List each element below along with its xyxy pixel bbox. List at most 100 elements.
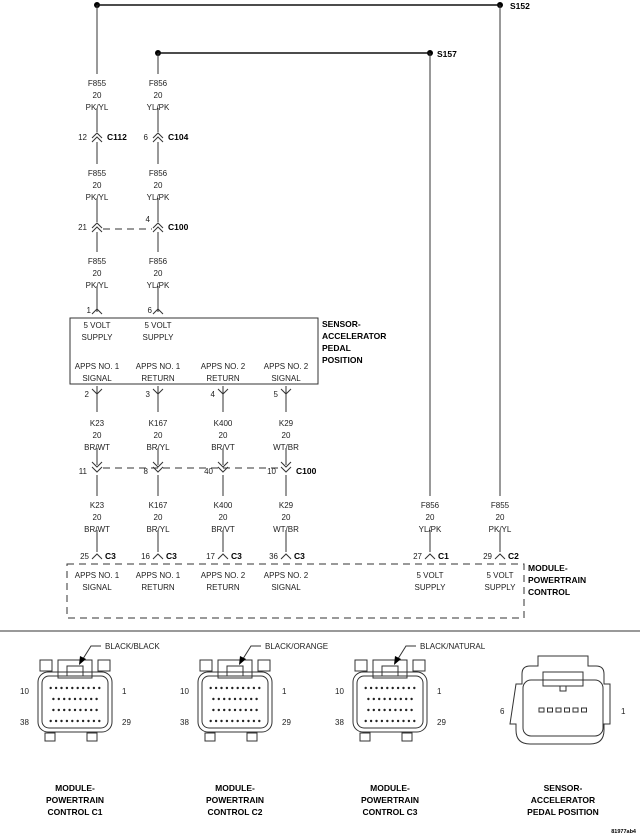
pin-cavity: [79, 708, 82, 712]
pin-cavity: [81, 719, 85, 723]
pin-cavity: [214, 719, 218, 723]
pin-function: SUPPLY: [143, 333, 175, 342]
pin-cavity: [367, 708, 370, 712]
wire-circuit: K167: [149, 419, 168, 428]
wire-color: BR/WT: [84, 525, 110, 534]
pin-function: RETURN: [141, 374, 175, 383]
arrow-head-icon: [239, 656, 246, 665]
inline-connector-icon: [217, 461, 229, 468]
pin-number: 1: [282, 687, 287, 696]
pin-cavity: [79, 697, 82, 701]
wire-circuit: F856: [149, 169, 168, 178]
wire-circuit: K23: [90, 419, 105, 428]
pcm-connector-id: C3: [231, 551, 242, 561]
pin-function: SUPPLY: [82, 333, 114, 342]
wire-circuit: F855: [88, 257, 107, 266]
wire-color: BR/VT: [211, 525, 235, 534]
pin-cavity: [217, 697, 220, 701]
sensor-pin-icon: [217, 388, 229, 395]
connector-body: [197, 671, 273, 733]
sensor-name: PEDAL: [322, 343, 351, 353]
pin-cavity: [228, 697, 231, 701]
pin-cavity: [92, 686, 96, 690]
pcm-pin-icon: [152, 553, 164, 560]
wire-gauge: 20: [93, 269, 102, 278]
wire-gauge: 20: [496, 513, 505, 522]
pin-cavity: [410, 708, 413, 712]
pin-number: 5: [274, 390, 279, 399]
pin-cavity: [410, 697, 413, 701]
wire-gauge: 20: [93, 181, 102, 190]
pin-cavity: [217, 708, 220, 712]
lock-tab: [57, 659, 93, 679]
pcm-component-box: [66, 563, 525, 619]
inline-connector-icon: [91, 222, 103, 229]
pin-number: 11: [79, 467, 88, 476]
pin-function: SUPPLY: [485, 583, 517, 592]
inline-connector-icon: [152, 466, 164, 473]
pin-function: RETURN: [141, 583, 175, 592]
pin-cavity: [228, 708, 231, 712]
pin-cavity: [71, 686, 74, 690]
pin-cavity: [220, 686, 223, 690]
wire-circuit: K400: [214, 501, 233, 510]
wire-circuit: K23: [90, 501, 105, 510]
pin-number: 6: [500, 707, 505, 716]
pin-cavity: [212, 708, 215, 712]
pin-number: 2: [85, 390, 90, 399]
pin-number: 10: [180, 687, 189, 696]
pcm-name: POWERTRAIN: [528, 575, 586, 585]
pcm-pin-icon: [280, 553, 292, 560]
latch-tab: [199, 659, 213, 672]
wire-color: BR/YL: [146, 525, 170, 534]
connector-title: MODULE-: [370, 783, 410, 793]
pin-cavity: [209, 719, 212, 723]
foot-tab: [44, 732, 56, 742]
pin-cavity: [255, 708, 258, 712]
connector-name-c104: C104: [168, 132, 189, 142]
wire-gauge: 20: [154, 269, 163, 278]
pin-number: 1: [437, 687, 442, 696]
wire-circuit: F856: [149, 79, 168, 88]
sensor-pin-icon: [280, 388, 292, 395]
pin-number: 21: [78, 223, 87, 232]
pcm-connector-id: C2: [508, 551, 519, 561]
wire-color: BR/VT: [211, 443, 235, 452]
pin-cavity: [76, 686, 79, 690]
connector-name-c100: C100: [296, 466, 317, 476]
wire-gauge: 20: [219, 513, 228, 522]
pin-number: 4: [146, 215, 151, 224]
pin-cavity: [223, 708, 226, 712]
latch-tab: [97, 659, 111, 672]
pin-cavity: [247, 686, 250, 690]
wire-color: WT/BR: [273, 443, 299, 452]
pin-cavity: [247, 719, 250, 723]
connector-name-c112: C112: [107, 132, 127, 142]
pin-cavity: [369, 719, 373, 723]
callout-arrow-icon: [80, 645, 101, 663]
pin-cavity: [396, 686, 400, 690]
pin-cavity: [52, 708, 55, 712]
connector-body: [352, 671, 428, 733]
pin-cavity: [231, 719, 234, 723]
pin-number: 1: [621, 707, 626, 716]
pin-cavity: [250, 697, 253, 701]
pin-function: SUPPLY: [415, 583, 447, 592]
pin-function: APPS NO. 1: [136, 362, 181, 371]
pin-cavity: [391, 719, 394, 723]
sensor-component-box: [69, 317, 319, 385]
pin-cavity: [564, 707, 570, 713]
pin-cavity: [413, 686, 416, 690]
pin-number: 38: [335, 718, 344, 727]
connector-title: SENSOR-: [544, 783, 583, 793]
foot-tab: [401, 732, 413, 742]
pin-number: 36: [269, 552, 278, 561]
